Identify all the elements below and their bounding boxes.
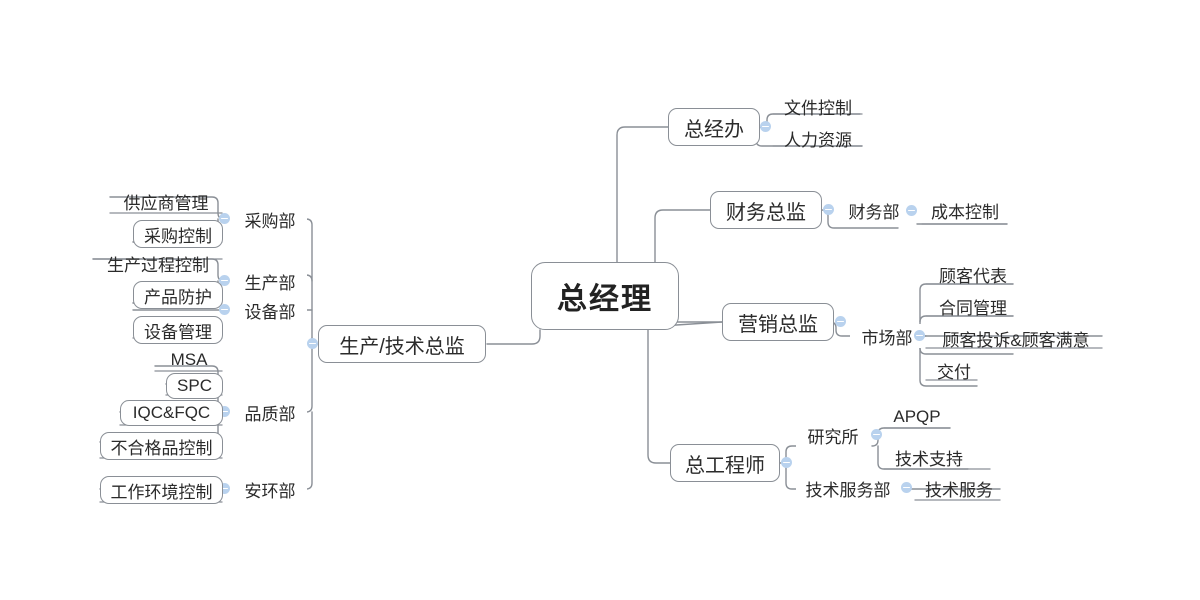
node-marketing-director[interactable]: 营销总监 bbox=[722, 303, 834, 341]
node-cfo-label: 财务总监 bbox=[726, 201, 806, 224]
node-document-control[interactable]: 文件控制 bbox=[773, 95, 863, 118]
node-cost-control-label: 成本控制 bbox=[931, 202, 999, 222]
node-purchase-control[interactable]: 采购控制 bbox=[133, 220, 223, 248]
collapse-handle-production-tech-director[interactable] bbox=[307, 338, 318, 349]
node-product-protection-label: 产品防护 bbox=[144, 287, 212, 307]
node-purchasing-dept-label: 采购部 bbox=[244, 211, 296, 231]
node-finance-dept-label: 财务部 bbox=[848, 202, 900, 222]
node-gm-office[interactable]: 总经办 bbox=[668, 108, 760, 146]
collapse-handle-production-dept[interactable] bbox=[219, 275, 230, 286]
collapse-handle-safety-environment-dept[interactable] bbox=[219, 483, 230, 494]
node-iqc-fqc[interactable]: IQC&FQC bbox=[120, 400, 223, 426]
collapse-handle-marketing-director[interactable] bbox=[835, 316, 846, 327]
node-purchasing-dept[interactable]: 采购部 bbox=[233, 207, 307, 231]
collapse-handle-cfo[interactable] bbox=[823, 204, 834, 215]
collapse-handle-chief-engineer[interactable] bbox=[781, 457, 792, 468]
node-chief-engineer-label: 总工程师 bbox=[685, 454, 765, 477]
node-production-dept[interactable]: 生产部 bbox=[233, 269, 307, 293]
node-equipment-management-label: 设备管理 bbox=[144, 322, 212, 342]
collapse-handle-gm-office[interactable] bbox=[760, 121, 771, 132]
node-equipment-dept[interactable]: 设备部 bbox=[233, 298, 307, 322]
node-customer-representative[interactable]: 顾客代表 bbox=[930, 262, 1016, 286]
node-technical-support-label: 技术支持 bbox=[895, 449, 963, 469]
node-human-resources-label: 人力资源 bbox=[784, 130, 852, 150]
node-cost-control[interactable]: 成本控制 bbox=[922, 198, 1008, 222]
collapse-handle-market-dept[interactable] bbox=[914, 330, 925, 341]
node-chief-engineer[interactable]: 总工程师 bbox=[670, 444, 780, 482]
node-equipment-management[interactable]: 设备管理 bbox=[133, 316, 223, 344]
node-technical-service-dept[interactable]: 技术服务部 bbox=[796, 476, 900, 500]
node-contract-management-label: 合同管理 bbox=[939, 298, 1007, 318]
node-customer-complaint-satisfaction-label: 顾客投诉&顾客满意 bbox=[942, 330, 1090, 350]
node-product-protection[interactable]: 产品防护 bbox=[133, 281, 223, 309]
node-work-environment-control[interactable]: 工作环境控制 bbox=[100, 476, 223, 504]
node-delivery-label: 交付 bbox=[937, 362, 971, 382]
node-spc[interactable]: SPC bbox=[166, 373, 223, 399]
collapse-handle-technical-service-dept[interactable] bbox=[901, 482, 912, 493]
root-node-label: 总经理 bbox=[557, 283, 653, 316]
node-production-tech-director-label: 生产/技术总监 bbox=[339, 335, 465, 358]
node-nonconforming-product-control[interactable]: 不合格品控制 bbox=[100, 432, 223, 460]
node-iqc-fqc-label: IQC&FQC bbox=[132, 403, 211, 422]
node-research-institute[interactable]: 研究所 bbox=[796, 423, 870, 447]
node-human-resources[interactable]: 人力资源 bbox=[773, 127, 863, 150]
node-gm-office-label: 总经办 bbox=[684, 118, 744, 141]
node-production-process-control[interactable]: 生产过程控制 bbox=[93, 251, 223, 275]
collapse-handle-research-institute[interactable] bbox=[871, 429, 882, 440]
node-purchase-control-label: 采购控制 bbox=[144, 226, 212, 246]
node-equipment-dept-label: 设备部 bbox=[244, 302, 296, 322]
node-contract-management[interactable]: 合同管理 bbox=[930, 294, 1016, 318]
node-technical-service-label: 技术服务 bbox=[925, 480, 993, 500]
node-technical-support[interactable]: 技术支持 bbox=[886, 445, 972, 469]
node-production-process-control-label: 生产过程控制 bbox=[107, 255, 209, 275]
node-market-dept[interactable]: 市场部 bbox=[850, 324, 924, 348]
node-finance-dept[interactable]: 财务部 bbox=[836, 198, 912, 222]
node-safety-environment-dept-label: 安环部 bbox=[244, 481, 296, 501]
root-node-general-manager[interactable]: 总经理 bbox=[531, 262, 679, 330]
node-cfo[interactable]: 财务总监 bbox=[710, 191, 822, 229]
node-customer-complaint-satisfaction[interactable]: 顾客投诉&顾客满意 bbox=[930, 326, 1102, 350]
node-work-environment-control-label: 工作环境控制 bbox=[110, 482, 213, 502]
node-spc-label: SPC bbox=[177, 376, 212, 395]
collapse-handle-purchasing-dept[interactable] bbox=[219, 213, 230, 224]
node-production-tech-director[interactable]: 生产/技术总监 bbox=[318, 325, 486, 363]
node-delivery[interactable]: 交付 bbox=[930, 358, 978, 382]
node-technical-service[interactable]: 技术服务 bbox=[916, 476, 1002, 500]
node-customer-representative-label: 顾客代表 bbox=[939, 266, 1007, 286]
node-supplier-management[interactable]: 供应商管理 bbox=[110, 189, 222, 213]
node-production-dept-label: 生产部 bbox=[244, 273, 296, 293]
node-quality-dept-label: 品质部 bbox=[244, 404, 296, 424]
node-safety-environment-dept[interactable]: 安环部 bbox=[233, 477, 307, 501]
collapse-handle-quality-dept[interactable] bbox=[219, 406, 230, 417]
node-msa[interactable]: MSA bbox=[155, 348, 223, 372]
node-msa-label: MSA bbox=[170, 350, 208, 369]
node-document-control-label: 文件控制 bbox=[784, 98, 852, 118]
node-research-institute-label: 研究所 bbox=[807, 427, 859, 447]
node-market-dept-label: 市场部 bbox=[861, 328, 913, 348]
node-supplier-management-label: 供应商管理 bbox=[123, 193, 209, 213]
node-technical-service-dept-label: 技术服务部 bbox=[805, 480, 891, 500]
node-marketing-director-label: 营销总监 bbox=[738, 313, 818, 336]
node-nonconforming-product-control-label: 不合格品控制 bbox=[110, 438, 213, 458]
node-apqp-label: APQP bbox=[893, 407, 941, 426]
collapse-handle-equipment-dept[interactable] bbox=[219, 304, 230, 315]
collapse-handle-finance-dept[interactable] bbox=[906, 205, 917, 216]
node-quality-dept[interactable]: 品质部 bbox=[233, 400, 307, 424]
node-apqp[interactable]: APQP bbox=[886, 406, 948, 428]
